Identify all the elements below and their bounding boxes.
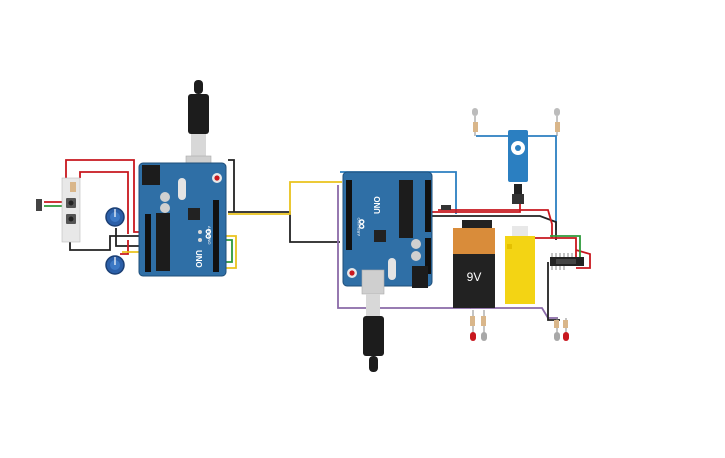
dc-power-jack-left-board — [142, 165, 160, 185]
atmega-chip-right — [399, 180, 413, 238]
wire-green-ic[interactable] — [550, 235, 581, 258]
arduino-uno-right[interactable]: ∞ UNO ARDUINO — [342, 171, 433, 288]
battery-9v: 9V — [453, 220, 495, 308]
atmega-chip-left — [156, 213, 170, 271]
wire-red-left-side[interactable] — [79, 171, 129, 234]
led-gray-bottom-2 — [554, 318, 560, 341]
wire-red-motor[interactable] — [438, 209, 553, 238]
wire-pot-black[interactable] — [115, 228, 146, 247]
potentiometer-top[interactable] — [105, 207, 125, 227]
dc-power-jack-right-board — [412, 266, 428, 288]
battery-voltage-label: 9V — [467, 270, 482, 284]
board-brand-label-right: ARDUINO — [356, 218, 361, 236]
board-brand-label-left: ARDUINO — [207, 226, 212, 244]
wire-green-left-header[interactable] — [228, 159, 235, 212]
usb-cable-right — [361, 269, 385, 372]
slide-switch[interactable] — [441, 205, 451, 210]
led-red-bottom-2 — [563, 318, 569, 341]
photoresistor-top-right — [554, 108, 560, 136]
wire-black-motor[interactable] — [432, 215, 557, 240]
led-gray-bottom-1 — [481, 310, 487, 341]
potentiometer-bottom[interactable] — [105, 255, 125, 275]
servo-motor — [508, 130, 528, 204]
board-model-label-right: UNO — [373, 196, 382, 214]
motor-driver-ic — [550, 253, 584, 270]
wire-black-ic[interactable] — [547, 262, 560, 321]
wire-green-left-header2[interactable] — [226, 239, 233, 263]
board-model-label-left: UNO — [194, 250, 203, 268]
wire-yellow-left-header[interactable] — [226, 235, 237, 269]
wire-yellow-bridge[interactable] — [228, 181, 342, 215]
wire-purple-bottom[interactable] — [470, 307, 558, 319]
dc-jack-left — [36, 199, 42, 211]
arduino-logo-right: ∞ — [353, 218, 370, 229]
wire-black-bridge[interactable] — [228, 211, 340, 243]
wire-red-ic-top[interactable] — [532, 237, 577, 258]
arduino-logo-left: ∞ — [200, 229, 217, 240]
wire-red-left-top[interactable] — [65, 159, 142, 233]
mini-breadboard-left — [36, 177, 81, 243]
wire-pot-red[interactable] — [120, 240, 129, 255]
wire-black-left-loop[interactable] — [69, 235, 142, 251]
wire-red-ic[interactable] — [575, 249, 591, 269]
wire-blue-servo[interactable] — [476, 135, 557, 230]
led-red-bottom-1 — [470, 310, 476, 341]
photoresistor-top-left — [472, 108, 478, 136]
arduino-uno-left[interactable]: ∞ UNO ARDUINO — [138, 162, 227, 277]
dc-gear-motor — [505, 226, 535, 304]
